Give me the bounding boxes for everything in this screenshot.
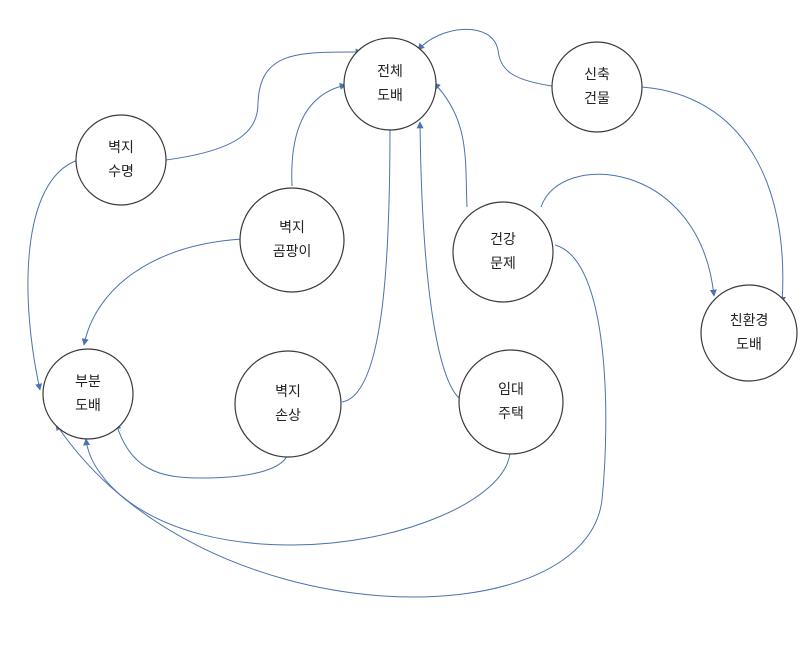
node-label-line1: 부분 bbox=[75, 374, 101, 390]
edge-life-to-partial bbox=[27, 159, 79, 391]
edge-rental-to-partial bbox=[83, 438, 511, 546]
node-wallpaper-damage: 벽지 손상 bbox=[234, 350, 342, 458]
node-wallpaper-life: 벽지 수명 bbox=[75, 114, 167, 206]
edge-health-to-eco bbox=[540, 173, 717, 297]
node-label-line1: 친환경 bbox=[730, 313, 769, 329]
node-label-line2: 도배 bbox=[377, 88, 403, 104]
node-label-line1: 벽지 bbox=[279, 220, 305, 236]
node-label-line1: 벽지 bbox=[108, 140, 134, 156]
node-label-line1: 전체 bbox=[377, 64, 403, 80]
edge-new-to-full bbox=[417, 28, 553, 87]
edge-health-to-partial bbox=[55, 244, 607, 598]
node-label-line1: 임대 bbox=[498, 382, 524, 398]
node-label-line1: 신축 bbox=[584, 67, 610, 83]
edge-new-to-eco bbox=[641, 86, 786, 304]
edge-damage-to-partial bbox=[114, 422, 288, 479]
node-label-line2: 수명 bbox=[108, 164, 134, 180]
edges-group bbox=[27, 28, 786, 598]
node-full-repaper: 전체 도배 bbox=[343, 37, 437, 131]
node-label-line2: 건물 bbox=[584, 91, 610, 107]
node-label-line2: 곰팡이 bbox=[273, 244, 312, 260]
node-label-line2: 도배 bbox=[75, 398, 101, 414]
node-partial-repaper: 부분 도배 bbox=[42, 348, 134, 440]
node-rental-house: 임대 주택 bbox=[458, 349, 564, 455]
edge-rental-to-full bbox=[416, 121, 460, 399]
node-health-issue: 건강 문제 bbox=[452, 201, 554, 303]
node-label-line2: 문제 bbox=[490, 256, 516, 272]
edge-health-to-full bbox=[433, 82, 468, 208]
node-new-building: 신축 건물 bbox=[551, 41, 643, 133]
edge-life-to-full bbox=[165, 48, 363, 161]
edge-mold-to-partial bbox=[81, 238, 243, 346]
edge-damage-to-full bbox=[341, 123, 394, 403]
node-label-line2: 도배 bbox=[736, 337, 762, 353]
node-label-line2: 손상 bbox=[275, 408, 301, 424]
node-wallpaper-mold: 벽지 곰팡이 bbox=[239, 187, 345, 293]
edge-mold-to-full bbox=[291, 82, 347, 187]
node-label-line1: 건강 bbox=[490, 232, 516, 248]
node-label-line2: 주택 bbox=[498, 406, 524, 422]
node-eco-repaper: 친환경 도배 bbox=[700, 284, 798, 382]
node-label-line1: 벽지 bbox=[275, 384, 301, 400]
